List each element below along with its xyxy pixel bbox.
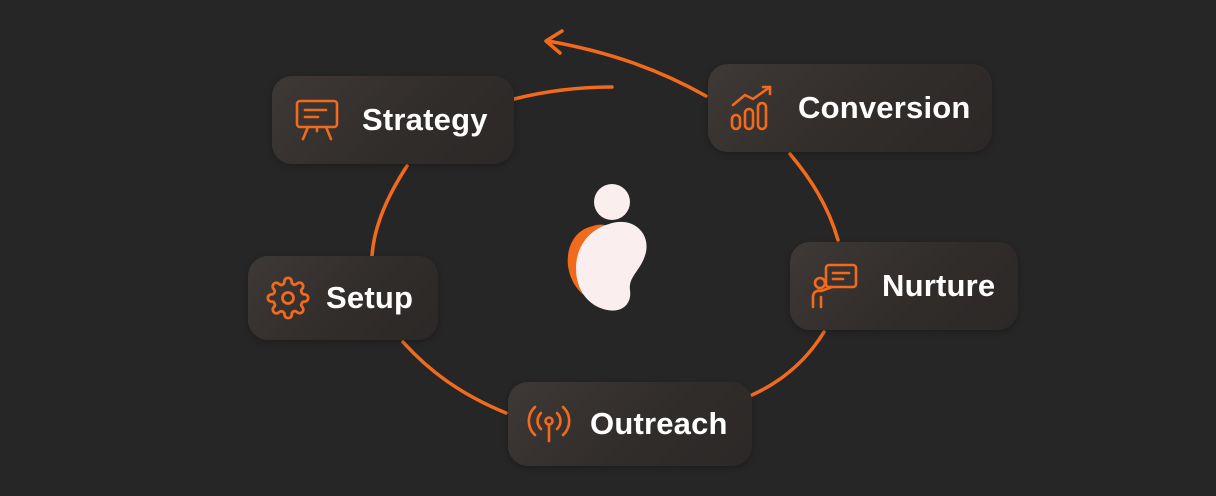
cycle-arc-strategy-to-setup bbox=[370, 164, 409, 258]
logo-head bbox=[594, 184, 630, 220]
brand-logo-icon bbox=[567, 184, 647, 311]
cycle-arc-outreach-to-nurture bbox=[750, 330, 826, 397]
cycle-arrowhead bbox=[544, 29, 564, 55]
setup-node[interactable]: Setup bbox=[248, 256, 438, 340]
growth-chart-icon bbox=[728, 83, 778, 133]
strategy-label: Strategy bbox=[362, 102, 488, 137]
cycle-arc-top-left bbox=[512, 85, 614, 101]
outreach-label: Outreach bbox=[590, 406, 728, 441]
cycle-arc-setup-to-outreach bbox=[401, 340, 508, 415]
gear-icon bbox=[266, 276, 310, 320]
setup-label: Setup bbox=[326, 280, 414, 315]
cycle-arc-nurture-to-conversion bbox=[788, 152, 840, 242]
presentation-board-icon bbox=[294, 97, 340, 143]
outreach-node[interactable]: Outreach bbox=[508, 382, 752, 466]
presenter-icon bbox=[810, 261, 860, 311]
strategy-node[interactable]: Strategy bbox=[272, 76, 514, 164]
conversion-node[interactable]: Conversion bbox=[708, 64, 992, 152]
conversion-label: Conversion bbox=[798, 90, 971, 125]
nurture-node[interactable]: Nurture bbox=[790, 242, 1018, 330]
broadcast-icon bbox=[526, 401, 572, 447]
cycle-arc-conversion-to-start bbox=[546, 39, 708, 98]
nurture-label: Nurture bbox=[882, 268, 996, 303]
logo-body bbox=[576, 221, 647, 311]
